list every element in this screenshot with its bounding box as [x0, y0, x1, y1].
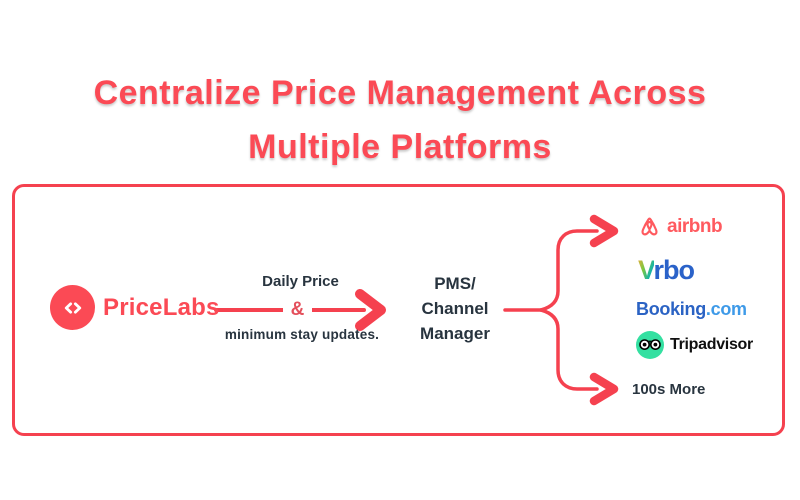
- page-title: Centralize Price Management Across Multi…: [0, 66, 800, 174]
- platform-tripadvisor-logo: Tripadvisor: [635, 330, 753, 360]
- airbnb-belo-icon: [641, 217, 658, 236]
- booking-wordmark-secondary: .com: [705, 299, 747, 319]
- platform-airbnb-logo: airbnb: [636, 213, 723, 240]
- platform-more-label: 100s More: [632, 381, 706, 398]
- pms-line1: PMS/: [434, 274, 476, 293]
- diagram-panel: [12, 184, 785, 436]
- pms-line3: Manager: [420, 324, 490, 343]
- tripadvisor-owl-icon: [636, 331, 664, 359]
- arrow-label-ampersand: &: [283, 291, 312, 328]
- pms-line2: Channel: [421, 299, 489, 318]
- page-title-line2: Multiple Platforms: [248, 128, 552, 166]
- platform-vrbo-logo: Vrbo: [638, 255, 695, 286]
- vrbo-wordmark-rest: rbo: [653, 255, 695, 285]
- tripadvisor-wordmark: Tripadvisor: [670, 336, 753, 353]
- booking-wordmark-primary: Booking: [636, 299, 706, 319]
- page-title-line1: Centralize Price Management Across: [93, 74, 707, 112]
- platform-booking-logo: Booking.com: [636, 299, 747, 320]
- airbnb-wordmark: airbnb: [667, 215, 723, 237]
- pricelabs-wordmark: PriceLabs: [103, 293, 220, 321]
- pricelabs-logo: PriceLabs: [50, 285, 220, 330]
- pms-channel-manager-label: PMS/ Channel Manager: [403, 271, 507, 346]
- pricelabs-code-brackets-icon: [50, 285, 95, 330]
- arrow-label-bottom: minimum stay updates.: [224, 327, 380, 342]
- vrbo-wordmark-v: V: [638, 255, 655, 285]
- arrow-label-top: Daily Price: [262, 273, 339, 290]
